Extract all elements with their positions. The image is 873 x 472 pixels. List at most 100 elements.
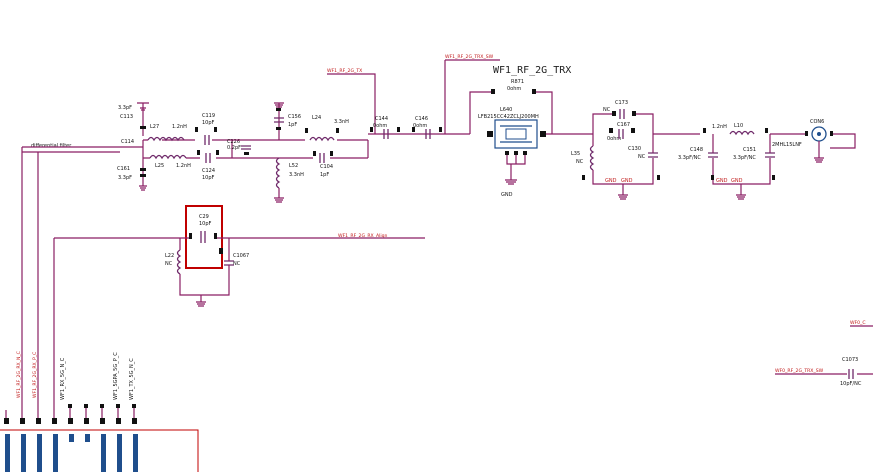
con6-pin-out <box>830 131 833 136</box>
c119-pin-a <box>195 127 198 132</box>
c144-value: 0ohm <box>373 123 387 129</box>
c151-value: 3.3pF/NC <box>733 155 756 161</box>
c144-pin-b <box>397 127 400 132</box>
c119-label: C119 <box>202 113 215 119</box>
c167-value: 0ohm <box>607 136 621 142</box>
l27-value: 1.2nH <box>172 124 187 130</box>
c1073-symbol <box>848 369 854 379</box>
c104-pin-a <box>313 151 316 156</box>
c119-value: 10pF <box>202 120 215 126</box>
r871-label: R871 <box>511 79 524 85</box>
differential-filter-label: differential filter <box>31 143 72 149</box>
c226-pin <box>244 152 249 155</box>
c156-pin-b <box>276 127 281 130</box>
c144-label: C144 <box>375 116 388 122</box>
l10-pin-b <box>765 128 768 133</box>
c226-value: 0.2pF <box>227 145 241 151</box>
c167-pin-a <box>609 128 613 133</box>
c130-nc: NC <box>638 154 646 160</box>
con6-label: CON6 <box>810 119 824 125</box>
bottom-pin-c <box>100 404 104 408</box>
ic-pin-top-1 <box>4 418 9 424</box>
c148-pin <box>711 175 714 180</box>
net-wf1-rf-2g-rx-align: WF1_RF_2G_RX_Align <box>338 233 388 239</box>
ic-pad-1 <box>5 434 10 472</box>
l640-gnd-pin-c <box>523 151 527 155</box>
diff-bus-left <box>21 147 39 418</box>
c167-label: C167 <box>617 122 630 128</box>
ic-pad-5 <box>69 434 74 442</box>
ic-pin-top-5 <box>68 418 73 424</box>
ic-pad-2 <box>21 434 26 472</box>
bottom-pin-a <box>68 404 72 408</box>
gnd-icon <box>274 188 284 203</box>
c167-pin-b <box>631 128 635 133</box>
l35-label: L35 <box>571 151 580 157</box>
c1067-nc: NC <box>233 261 241 267</box>
stage2-top-line <box>232 139 369 158</box>
gnd-icon <box>140 107 146 111</box>
c29-pin-a <box>189 233 192 239</box>
bottom-pin-e <box>132 404 136 408</box>
r871-pin-a <box>491 89 495 94</box>
l10-value: 1.2nH <box>712 124 727 130</box>
c161-value: 3.3pF <box>118 175 132 181</box>
r871-pin-b <box>532 89 536 94</box>
r871-bypass <box>469 91 553 134</box>
c1073-value: 10pF/NC <box>840 381 862 387</box>
rx-align-wire <box>53 237 425 418</box>
l10-coil <box>729 130 755 136</box>
l25-coil <box>149 154 187 160</box>
net-wf1-rf-2g-rx-n: WF1_RF_2G_RX_N_C <box>16 351 22 398</box>
c124-label: C124 <box>202 168 215 174</box>
ic-pin-top-6 <box>84 418 89 424</box>
c148-wire <box>712 134 771 200</box>
l640-gnd-label: GND <box>501 192 513 198</box>
gnd-label-d: GND <box>731 178 743 184</box>
c173-label: C173 <box>615 100 628 106</box>
block-title: WF1_RF_2G_TRX <box>493 65 571 76</box>
con6-center-pin <box>817 132 821 136</box>
c146-pin-b <box>439 127 442 132</box>
ic-pad-4 <box>53 434 58 472</box>
ic-pin-top-4 <box>52 418 57 424</box>
c161-pin <box>140 174 146 177</box>
c124-pin-b <box>216 150 219 155</box>
l25-value: 1.2nH <box>176 163 191 169</box>
c146-symbol <box>425 129 431 139</box>
l25-label: L25 <box>155 163 164 169</box>
l24-coil <box>309 136 335 142</box>
gnd-label-a: GND <box>605 178 617 184</box>
bottom-pin-b <box>84 404 88 408</box>
c29-highlight-box <box>185 205 223 269</box>
c151-symbol <box>765 152 775 158</box>
c104-pin-b <box>330 151 333 156</box>
c29-pin-b <box>214 233 217 239</box>
c104-value: 1pF <box>320 172 329 178</box>
l640-part: LFB215CC42ZCLJ200MH <box>478 114 539 120</box>
c173-nc: NC <box>603 107 611 113</box>
ic-pad-9 <box>133 434 138 472</box>
c156-symbol <box>274 117 284 123</box>
gnd-label-c: GND <box>716 178 728 184</box>
l52-label: L52 <box>289 163 298 169</box>
c144-pin-a <box>370 127 373 132</box>
c119-symbol <box>204 135 210 145</box>
l640-pin-in <box>487 131 493 137</box>
bottom-net-wires <box>5 408 135 418</box>
l35-wire <box>592 134 654 200</box>
l22-coil <box>176 249 182 275</box>
c173-loop <box>592 113 654 134</box>
l640-label: L640 <box>500 107 512 113</box>
net-wf1-rf-2g-tx: WF1_RF_2G_TX <box>327 68 362 74</box>
con6-gnd <box>814 141 824 163</box>
c29-pin-c <box>219 248 223 254</box>
c226-symbol <box>241 145 251 150</box>
l35-coil <box>589 145 595 171</box>
ic-pad-6 <box>85 434 90 442</box>
c146-value: 0ohm <box>413 123 427 129</box>
l35-nc: NC <box>576 159 584 165</box>
c144-symbol <box>383 129 389 139</box>
c161-symbol <box>140 168 146 171</box>
c146-pin-a <box>412 127 415 132</box>
